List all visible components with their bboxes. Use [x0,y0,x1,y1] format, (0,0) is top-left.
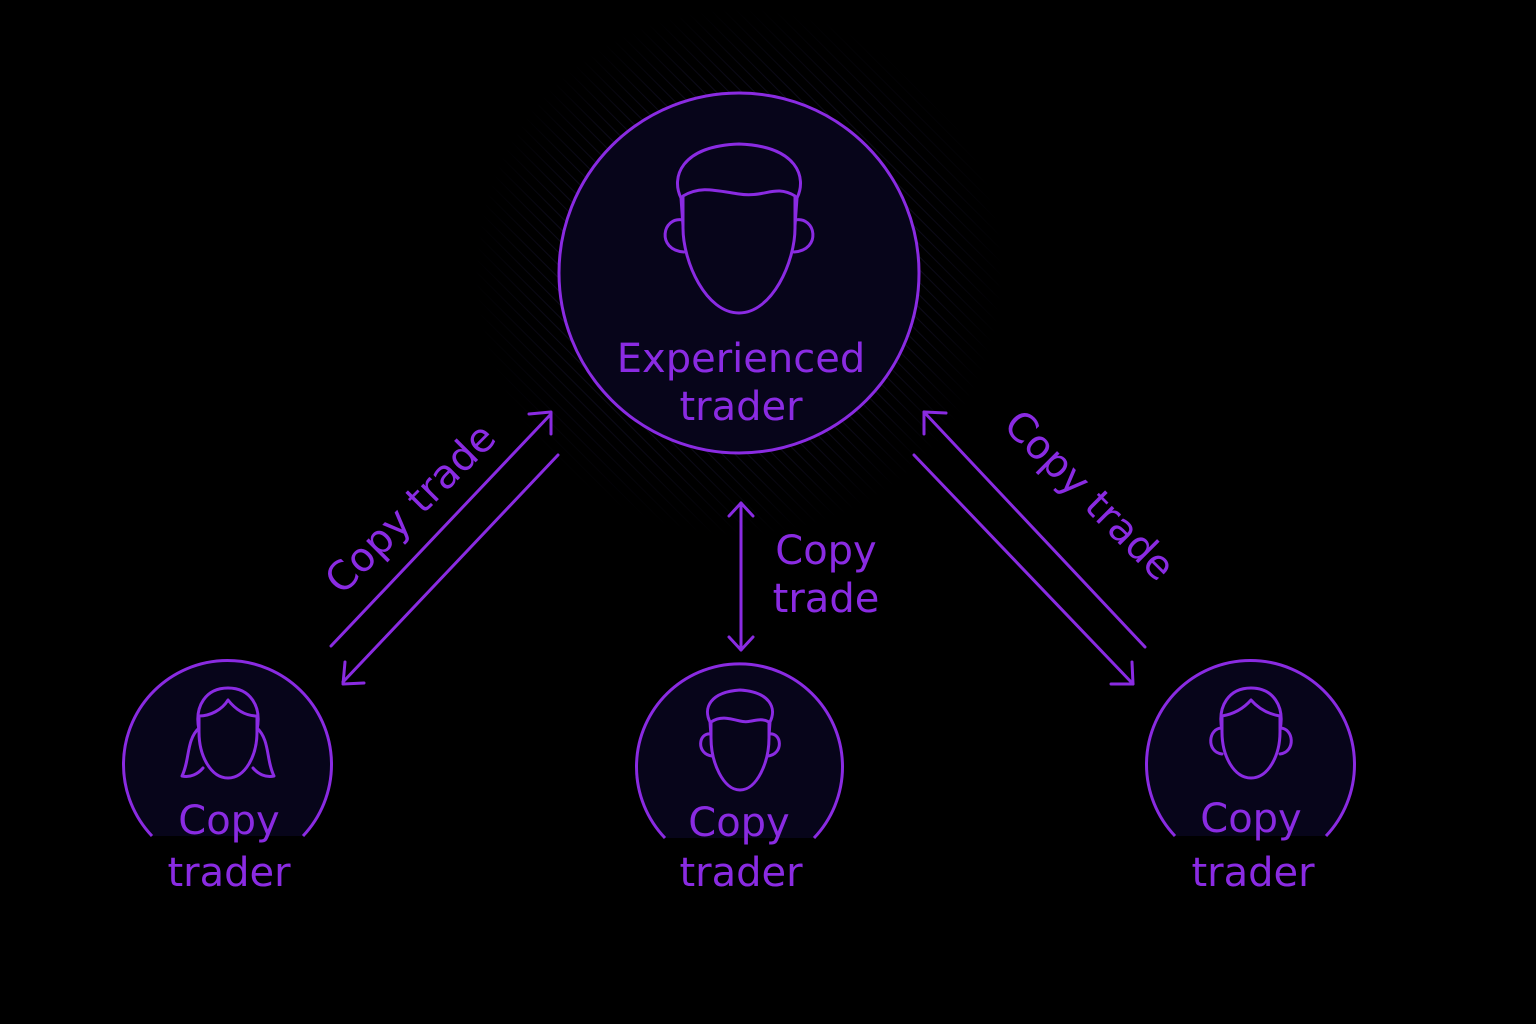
copy-trader-circle-left [122,658,333,838]
experienced-trader-node: Experienced trader [557,91,921,455]
copy-trader-circle-right [1145,658,1356,838]
edge-left-label: Copy trade [316,414,505,603]
copy-trader-circle-center [635,662,844,840]
experienced-trader-label-line2: trader [679,384,803,430]
edge-right: Copy trade [912,401,1184,686]
copy-trader-right-line1: Copy [1200,796,1301,842]
experienced-trader-circle [557,91,921,455]
edge-left: Copy trade [316,410,560,686]
copy-trader-center-line1: Copy [688,800,789,846]
copy-trader-node-right: Copy trader [1145,658,1356,896]
edge-center: Copy trade [727,501,880,652]
copy-trader-left-line2: trader [167,850,291,896]
copy-trader-center-line2: trader [679,850,803,896]
experienced-trader-label-line1: Experienced [617,336,865,382]
copy-trader-node-center: Copy trader [635,662,844,896]
arrow-down-left-edge [341,453,560,686]
double-arrow-center-edge [727,501,755,652]
edge-right-label: Copy trade [995,401,1184,590]
copy-trader-node-left: Copy trader [122,658,333,896]
copy-trader-left-line1: Copy [178,798,279,844]
edge-center-label-line1: Copy [775,528,876,574]
copy-trader-right-line2: trader [1191,850,1315,896]
man-avatar-icon [663,142,815,315]
arrow-down-right-edge [912,453,1135,686]
arrow-up-left-edge [329,410,553,648]
edge-center-label-line2: trade [773,576,880,622]
person-avatar-icon [1209,686,1293,780]
woman-avatar-icon [180,686,276,780]
arrow-up-right-edge [922,410,1147,649]
man-avatar-icon [699,688,781,792]
